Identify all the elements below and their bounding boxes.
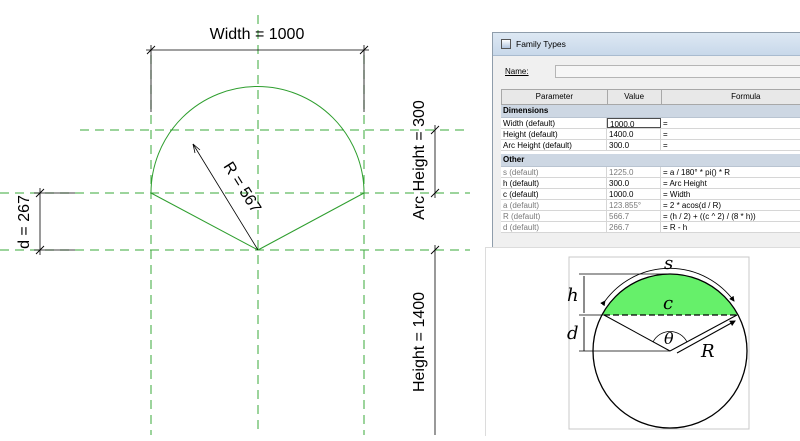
param-formula[interactable]: = Width xyxy=(661,189,800,199)
group-header-dimensions[interactable]: Dimensions xyxy=(501,105,800,118)
group-header-other[interactable]: Other xyxy=(501,154,800,167)
param-value[interactable]: 123.855° xyxy=(607,200,661,210)
radius-dim-label[interactable]: R = 567 xyxy=(220,159,264,216)
param-row[interactable]: d (default) 266.7 = R - h xyxy=(501,222,800,233)
arc-height-tick-top xyxy=(430,125,440,135)
param-name: c (default) xyxy=(501,189,607,199)
dialog-title: Family Types xyxy=(516,39,566,49)
param-formula[interactable]: = R - h xyxy=(661,222,800,232)
column-header-formula[interactable]: Formula xyxy=(662,90,800,104)
column-header-value[interactable]: Value xyxy=(608,90,662,104)
arc-outline[interactable] xyxy=(150,86,365,194)
diagram-frame xyxy=(568,256,750,430)
param-value[interactable]: 566.7 xyxy=(607,211,661,221)
width-dim-tick-right xyxy=(359,45,369,55)
height-tick-top xyxy=(430,245,440,255)
param-value[interactable]: 1400.0 xyxy=(607,129,661,139)
radius-right xyxy=(669,314,738,352)
label-R: R xyxy=(700,341,715,362)
radius-dim-arrow-b xyxy=(192,143,201,151)
app-icon xyxy=(501,39,511,49)
dialog-titlebar[interactable]: Family Types xyxy=(493,33,800,56)
d-dim-tick-top xyxy=(35,188,45,198)
grid-header: Parameter Value Formula xyxy=(501,89,800,105)
param-name: Width (default) xyxy=(501,118,607,128)
parameter-grid: Parameter Value Formula Dimensions Width… xyxy=(501,89,800,233)
label-d: d xyxy=(567,323,579,344)
param-formula[interactable]: = xyxy=(661,118,800,128)
param-formula[interactable]: = a / 180° * pi() * R xyxy=(661,167,800,177)
param-name: Height (default) xyxy=(501,129,607,139)
label-c: c xyxy=(663,293,673,314)
arc-length-marker xyxy=(600,267,735,307)
param-name: d (default) xyxy=(501,222,607,232)
param-formula[interactable]: = Arc Height xyxy=(661,178,800,188)
param-row[interactable]: Width (default) 1000.0 = xyxy=(501,118,800,129)
param-value[interactable]: 1000.0 xyxy=(607,189,661,199)
width-dim-label[interactable]: Width = 1000 xyxy=(210,26,305,43)
name-label: Name: xyxy=(505,67,529,76)
label-s: s xyxy=(664,253,673,274)
family-types-dialog: Family Types Name: Parameter Value Formu… xyxy=(492,32,800,250)
param-value[interactable]: 300.0 xyxy=(607,178,661,188)
arc-height-tick-bottom xyxy=(430,188,440,198)
param-formula[interactable]: = 2 * acos(d / R) xyxy=(661,200,800,210)
param-name: a (default) xyxy=(501,200,607,210)
param-row[interactable]: R (default) 566.7 = (h / 2) + ((c ^ 2) /… xyxy=(501,211,800,222)
param-name: Arc Height (default) xyxy=(501,140,607,150)
param-name: R (default) xyxy=(501,211,607,221)
param-row[interactable]: c (default) 1000.0 = Width xyxy=(501,189,800,200)
radius-dim-arrow-a xyxy=(192,143,196,154)
param-formula[interactable]: = xyxy=(661,140,800,150)
radius-line-left[interactable] xyxy=(150,192,259,251)
radius-dim-line[interactable] xyxy=(192,143,259,251)
param-name: h (default) xyxy=(501,178,607,188)
param-value[interactable]: 300.0 xyxy=(607,140,661,150)
name-dropdown[interactable] xyxy=(555,65,800,78)
radius-line-right[interactable] xyxy=(257,192,365,251)
width-dim-tick-left xyxy=(146,45,156,55)
param-row[interactable]: Arc Height (default) 300.0 = xyxy=(501,140,800,151)
param-value[interactable]: 1225.0 xyxy=(607,167,661,177)
label-theta: θ xyxy=(664,329,674,348)
name-row: Name: xyxy=(505,65,800,79)
param-row[interactable]: s (default) 1225.0 = a / 180° * pi() * R xyxy=(501,167,800,178)
column-header-parameter[interactable]: Parameter xyxy=(502,90,608,104)
theta-arc xyxy=(652,331,688,343)
radius-left xyxy=(603,314,671,352)
param-formula[interactable]: = xyxy=(661,129,800,139)
d-dim-tick-bottom xyxy=(35,245,45,255)
height-dim-label[interactable]: Height = 1400 xyxy=(411,292,428,392)
param-row[interactable]: h (default) 300.0 = Arc Height xyxy=(501,178,800,189)
param-value[interactable]: 266.7 xyxy=(607,222,661,232)
radius-arrow xyxy=(676,320,736,354)
param-row[interactable]: Height (default) 1400.0 = xyxy=(501,129,800,140)
label-h: h xyxy=(567,285,579,306)
d-dim-label[interactable]: d = 267 xyxy=(16,195,33,249)
param-value-input[interactable]: 1000.0 xyxy=(607,118,661,128)
param-formula[interactable]: = (h / 2) + ((c ^ 2) / (8 * h)) xyxy=(661,211,800,221)
param-name: s (default) xyxy=(501,167,607,177)
circular-segment-diagram: s h c d θ R xyxy=(485,247,800,436)
param-row[interactable]: a (default) 123.855° = 2 * acos(d / R) xyxy=(501,200,800,211)
arc-height-dim-label[interactable]: Arc Height = 300 xyxy=(411,100,428,220)
